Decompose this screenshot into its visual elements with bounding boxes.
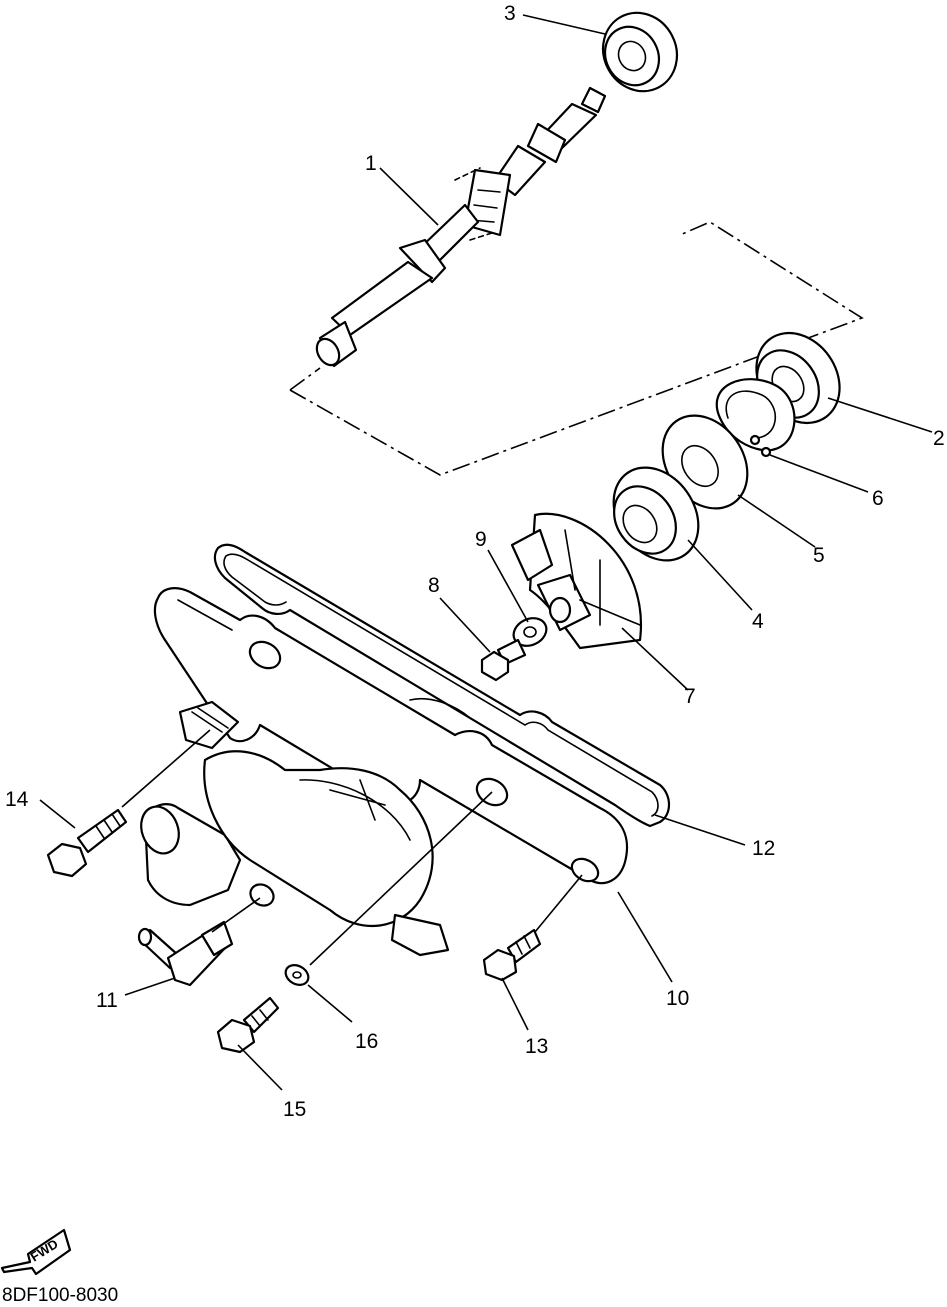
leader-lines — [39, 14, 933, 1091]
part-11-fitting[interactable] — [137, 920, 234, 987]
part-14-bolt[interactable] — [46, 808, 128, 878]
callout-15: 15 — [283, 1098, 306, 1121]
part-3-bearing[interactable] — [589, 0, 690, 104]
callout-4: 4 — [752, 610, 764, 633]
callout-10: 10 — [666, 987, 689, 1010]
part-13-bolt[interactable] — [482, 928, 542, 982]
callout-1: 1 — [365, 152, 377, 175]
forward-direction-indicator: FWD — [0, 1228, 72, 1276]
callout-13: 13 — [525, 1035, 548, 1058]
part-1-shaft[interactable] — [312, 86, 607, 369]
callout-2: 2 — [933, 427, 945, 450]
callout-3: 3 — [504, 2, 516, 25]
assembly-outline — [289, 221, 864, 476]
callouts: 3 1 2 6 5 4 7 9 8 12 10 14 11 16 13 15 — [5, 2, 945, 1121]
part-10-pump-housing[interactable] — [135, 587, 629, 957]
callout-9: 9 — [475, 528, 487, 551]
part-16-washer[interactable] — [282, 961, 312, 989]
callout-6: 6 — [872, 487, 884, 510]
diagram-code: 8DF100-8030 — [2, 1285, 118, 1306]
part-12-gasket[interactable] — [213, 543, 671, 828]
part-15-bolt[interactable] — [216, 996, 280, 1054]
callout-14: 14 — [5, 788, 29, 811]
part-9-washer[interactable] — [509, 613, 551, 651]
callout-8: 8 — [428, 574, 440, 597]
part-7-impeller[interactable] — [510, 512, 643, 650]
callout-12: 12 — [752, 837, 775, 860]
callout-11: 11 — [96, 989, 118, 1012]
part-4-mechanical-seal[interactable] — [596, 451, 716, 577]
callout-7: 7 — [684, 685, 696, 708]
callout-5: 5 — [813, 544, 825, 567]
callout-16: 16 — [355, 1030, 378, 1053]
part-8-bolt[interactable] — [480, 638, 527, 682]
